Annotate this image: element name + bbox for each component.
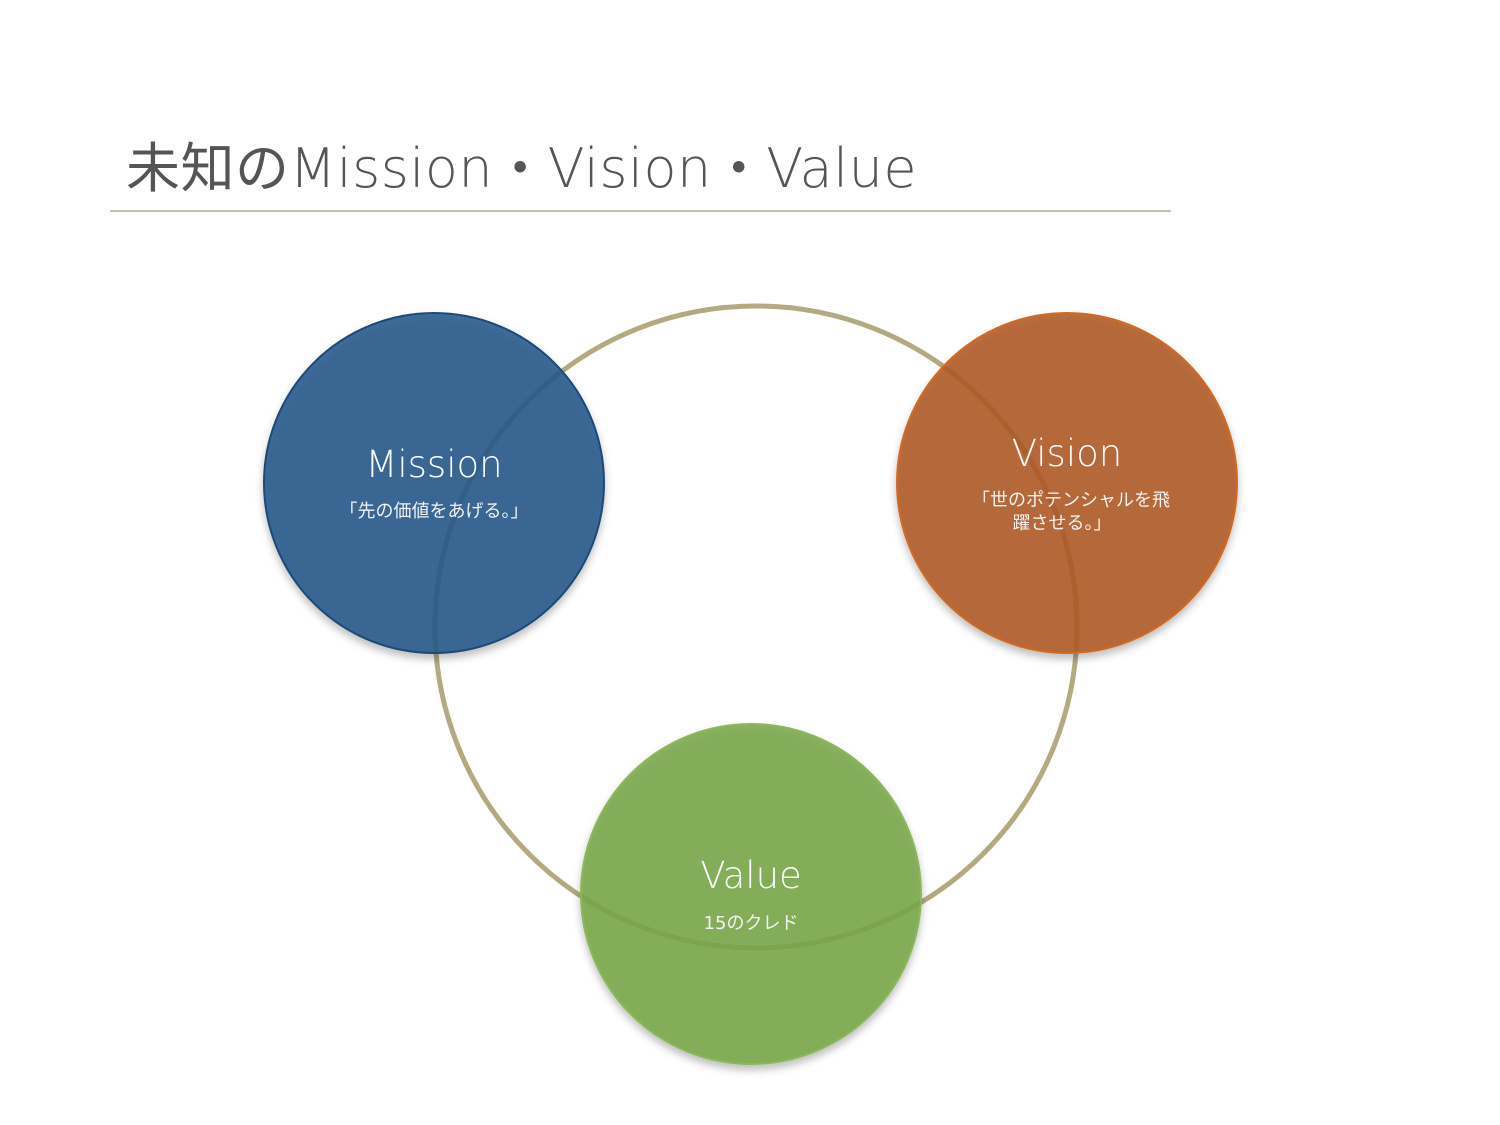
value-node: Value 15のクレド bbox=[580, 723, 922, 1065]
page-title: 未知のMission・Vision・Value bbox=[126, 137, 918, 200]
title-divider bbox=[110, 210, 1171, 212]
mission-node: Mission 「先の価値をあげる。」 bbox=[263, 312, 605, 654]
vision-subtitle-line-2: 躍させる。」 bbox=[1013, 513, 1112, 534]
vision-subtitle-line-1: 「世のポテンシャルを飛 bbox=[972, 490, 1170, 511]
mission-heading: Mission bbox=[365, 443, 502, 486]
vision-heading: Vision bbox=[1012, 432, 1122, 475]
vision-circle bbox=[896, 312, 1238, 654]
value-circle bbox=[580, 723, 922, 1065]
mission-circle bbox=[263, 312, 605, 654]
mission-subtitle: 「先の価値をあげる。」 bbox=[340, 501, 529, 522]
value-subtitle: 15のクレド bbox=[704, 913, 799, 934]
value-heading: Value bbox=[700, 854, 802, 897]
vision-node: Vision 「世のポテンシャルを飛 躍させる。」 bbox=[896, 312, 1238, 654]
